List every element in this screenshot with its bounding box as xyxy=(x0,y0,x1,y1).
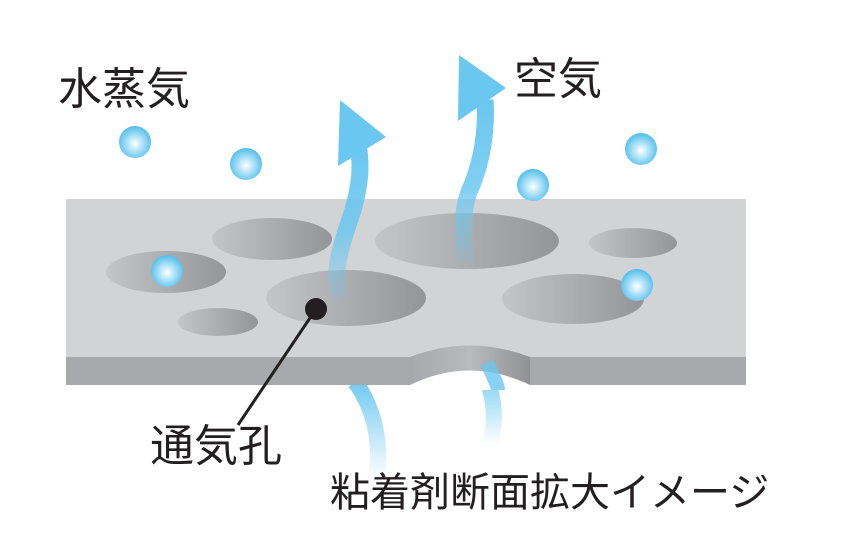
through-hole xyxy=(410,345,530,391)
plate-front-edge xyxy=(66,357,746,385)
water-droplet xyxy=(230,148,262,180)
pore xyxy=(502,274,644,324)
air-flow-arrow-left-shaft xyxy=(328,143,369,303)
pore xyxy=(589,228,677,258)
water-droplet xyxy=(517,169,549,201)
leader-dot xyxy=(305,298,327,320)
water-droplet xyxy=(151,255,183,287)
leader-line xyxy=(236,308,318,426)
water-droplet xyxy=(625,133,657,165)
vent-hole-callout xyxy=(236,298,327,426)
water-droplet xyxy=(621,269,653,301)
pore xyxy=(212,218,332,260)
air-label: 空気 xyxy=(514,54,602,105)
air-flow-arrow-right-shaft xyxy=(454,99,494,263)
vent-hole-label: 通気孔 xyxy=(150,421,282,472)
air-flow-arrows-up xyxy=(328,55,506,303)
air-flow-arrow-left-head xyxy=(338,100,386,166)
pore xyxy=(178,308,258,336)
air-flow-arrow-right-head xyxy=(458,55,506,121)
diagram-caption: 粘着剤断面拡大イメージ xyxy=(330,470,770,516)
water-vapor-label: 水蒸気 xyxy=(58,64,190,115)
water-droplet xyxy=(119,126,151,158)
air-flow-through-hole xyxy=(480,360,505,391)
air-flow-stream-left-below xyxy=(348,377,387,482)
water-vapor-droplets xyxy=(119,126,657,301)
